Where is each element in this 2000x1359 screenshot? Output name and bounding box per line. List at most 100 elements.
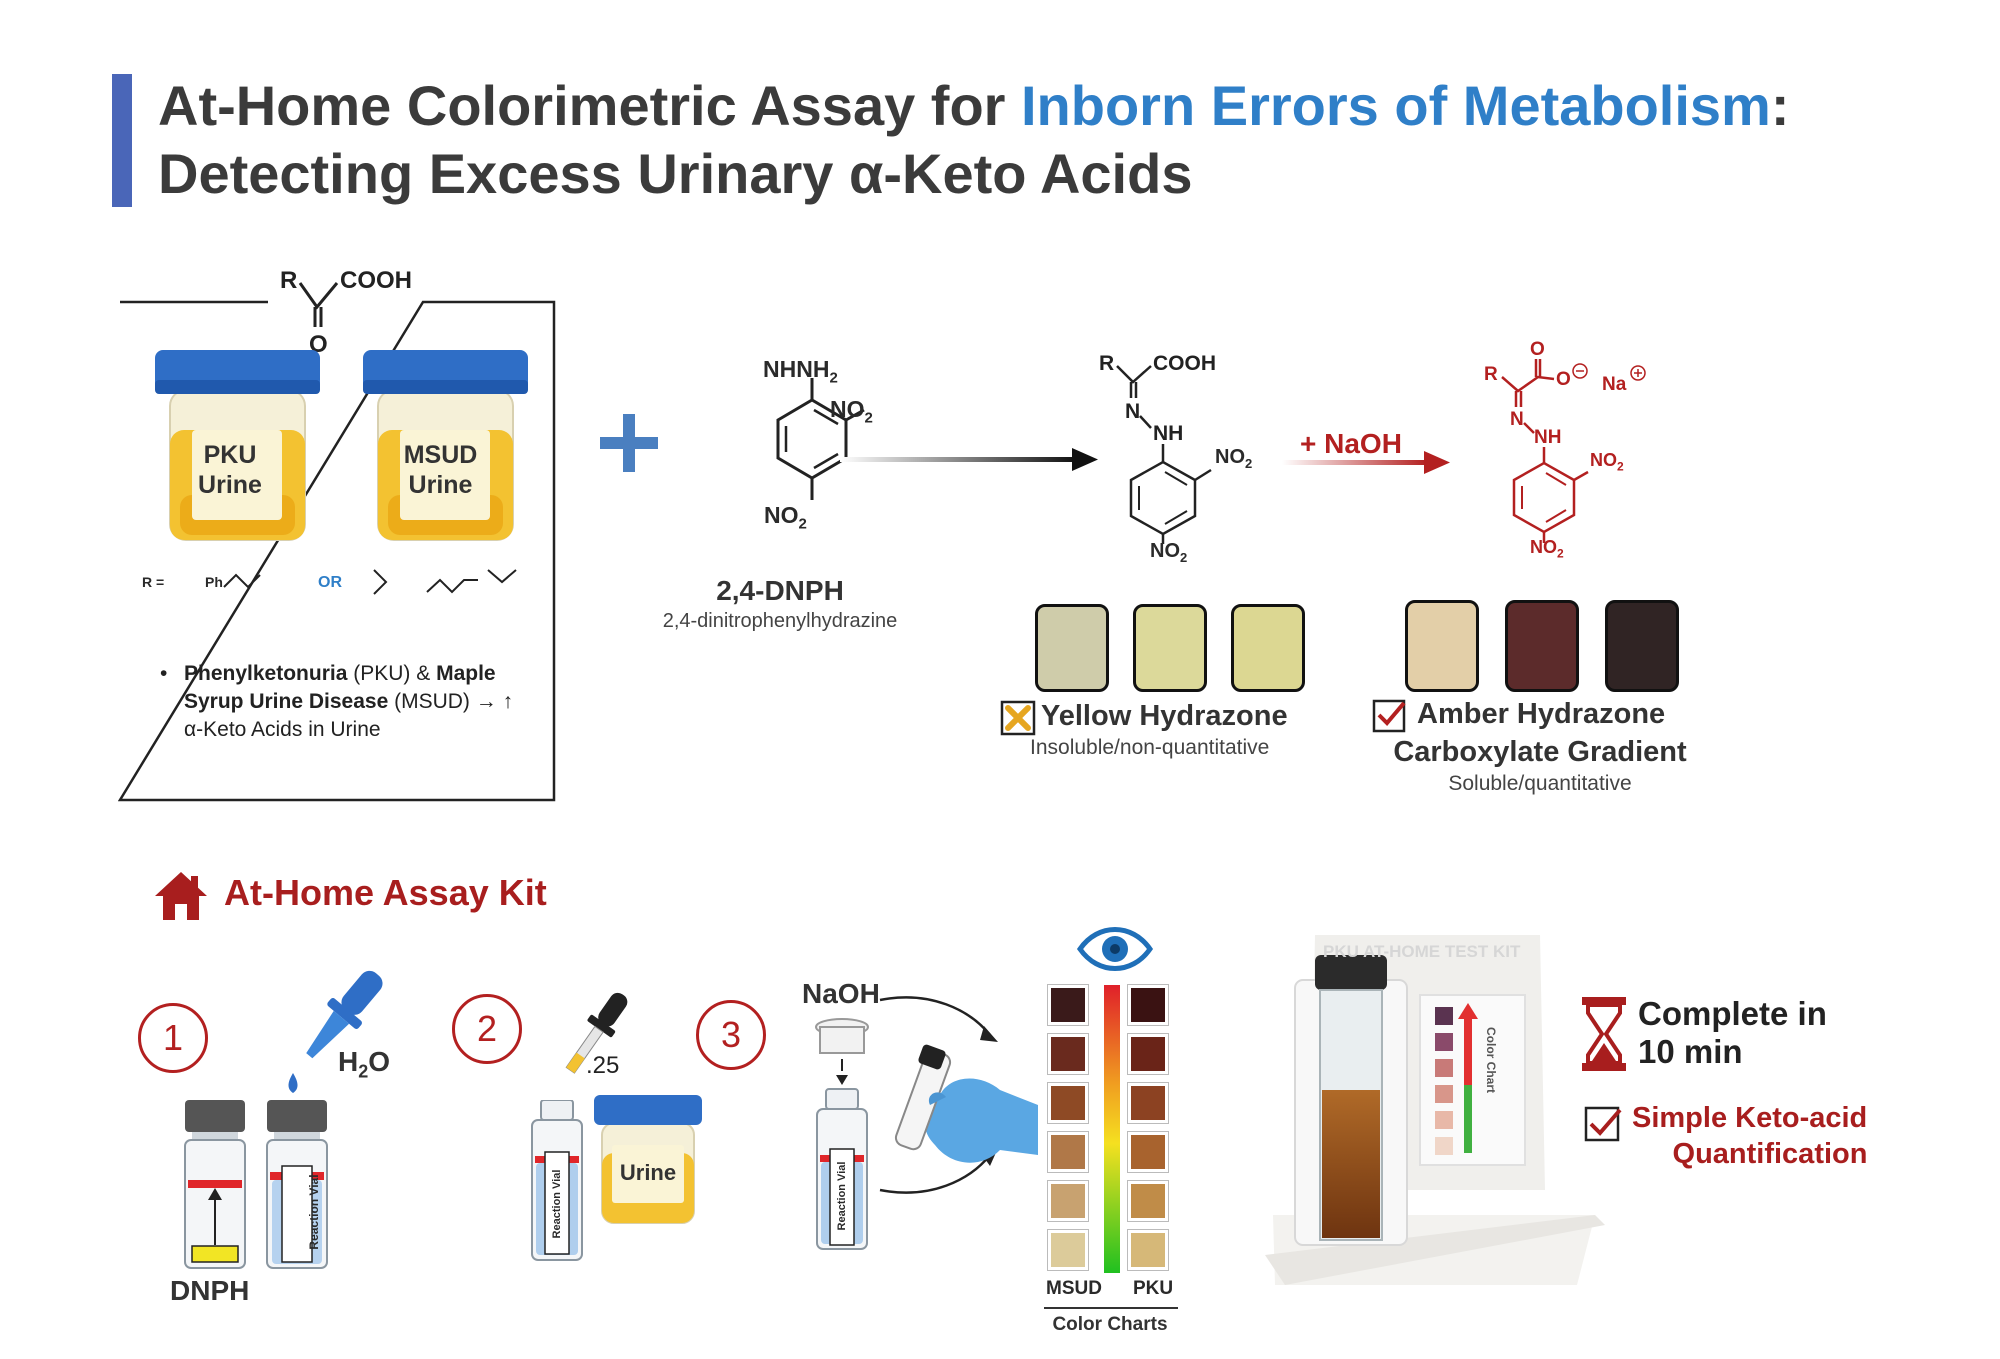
reaction-vial-2-label: Reaction Vial <box>551 1169 563 1239</box>
svg-text:O: O <box>1530 339 1545 360</box>
hourglass-icon <box>1582 997 1626 1071</box>
naoh-arrow <box>1282 451 1450 474</box>
yellow-hydrazone-title: Yellow Hydrazone <box>1041 700 1288 732</box>
msud-urine-cup <box>363 350 528 541</box>
carboxylate-structure: R O O Na N NH <box>1484 339 1646 543</box>
disease-bullet: • Phenylketonuria (PKU) & Maple Syrup Ur… <box>160 662 514 741</box>
naoh-cap <box>815 1018 869 1071</box>
gloved-hand-icon <box>894 1044 1038 1163</box>
dnph-label: DNPH <box>170 1275 250 1306</box>
dnph-name: 2,4-DNPH <box>716 575 844 606</box>
msud-chart-swatch <box>1047 1229 1089 1271</box>
eye-icon <box>1076 927 1154 971</box>
dnph-vial <box>184 1100 246 1269</box>
hydrazone-structure: R COOH N NH <box>1099 352 1216 544</box>
checkbox-check-icon <box>1584 1106 1622 1142</box>
naoh-label: NaOH <box>802 978 880 1009</box>
amber-hydrazone-title2: Carboxylate Gradient <box>1393 736 1687 768</box>
step-1-badge: 1 <box>138 1003 208 1073</box>
ph-group-bond <box>223 573 261 589</box>
amber-hydrazone-title1: Amber Hydrazone <box>1417 698 1666 730</box>
carboxylate-no2-ortho: NO2 <box>1590 450 1624 474</box>
msud-chart-swatch <box>1047 1033 1089 1075</box>
step-2-badge: 2 <box>452 994 522 1064</box>
kit-chart-text: Color Chart <box>1484 1027 1498 1093</box>
naoh-arrow-label: + NaOH <box>1300 428 1402 459</box>
carboxylate-no2-para: NO2 <box>1530 537 1564 561</box>
simple-line1: Simple Keto-acid <box>1632 1102 1868 1134</box>
urine-cup-small <box>594 1095 702 1224</box>
urine-cup-label: Urine <box>619 1160 677 1185</box>
color-charts-caption: Color Charts <box>1052 1314 1168 1335</box>
dnph-no2-ortho: NO2 <box>830 396 873 427</box>
amber-swatch <box>1505 600 1579 692</box>
pku-urine-label: PKU Urine <box>198 441 262 499</box>
pku-chart-swatch <box>1127 1229 1169 1271</box>
plus-icon <box>600 414 658 472</box>
amber-hydrazone-sub: Soluble/quantitative <box>1448 772 1632 795</box>
pku-chart-swatch <box>1127 984 1169 1026</box>
reaction-vial-1-label: Reaction Vial <box>307 1174 321 1250</box>
reaction-vial-3-label: Reaction Vial <box>836 1161 848 1231</box>
dnph-nhnh2: NHNH2 <box>763 356 838 387</box>
complete-line1: Complete in <box>1638 995 1827 1032</box>
reaction-vial-1 <box>266 1100 328 1269</box>
page-title: At-Home Colorimetric Assay for Inborn Er… <box>158 74 1790 205</box>
pku-chart-swatch <box>1127 1082 1169 1124</box>
svg-text:NH: NH <box>1153 422 1183 445</box>
svg-text:N: N <box>1510 409 1524 430</box>
structure-o: O <box>309 331 328 355</box>
alkyl-groups <box>373 569 517 595</box>
svg-text:NH: NH <box>1534 427 1561 448</box>
kit-embossed-text: PKU AT-HOME TEST KIT <box>1323 942 1521 961</box>
msud-chart-swatch <box>1047 1131 1089 1173</box>
svg-text:R: R <box>1484 364 1498 385</box>
structure-cooh: COOH <box>340 267 412 294</box>
black-dropper-icon <box>565 992 628 1074</box>
chart-divider <box>1044 1307 1178 1309</box>
amber-swatch <box>1405 600 1479 692</box>
svg-text:R: R <box>1099 352 1114 375</box>
blue-dropper-icon <box>288 970 383 1093</box>
hydrazone-no2-para: NO2 <box>1150 540 1188 565</box>
msud-urine-label: MSUD Urine <box>403 441 478 499</box>
step-3-badge: 3 <box>696 1000 766 1070</box>
r-group-ph: Ph <box>205 574 223 590</box>
yellow-swatch <box>1035 604 1109 692</box>
svg-text:COOH: COOH <box>1153 352 1216 375</box>
yellow-swatch <box>1231 604 1305 692</box>
reaction-arrow <box>840 448 1098 471</box>
complete-line2: 10 min <box>1638 1033 1743 1070</box>
yellow-swatch <box>1133 604 1207 692</box>
pku-chart-label: PKU <box>1133 1278 1174 1299</box>
x-mark-icon <box>1000 700 1036 736</box>
yellow-hydrazone-sub: Insoluble/non-quantitative <box>1030 736 1270 759</box>
simple-line2: Quantification <box>1672 1138 1868 1170</box>
structure-r: R <box>280 267 297 294</box>
reaction-vial-2 <box>531 1100 583 1261</box>
msud-chart-swatch <box>1047 1180 1089 1222</box>
dnph-no2-para: NO2 <box>764 502 807 533</box>
test-kit-photo: PKU AT-HOME TEST KIT Color Chart <box>1265 935 1605 1285</box>
pku-chart-swatch <box>1127 1131 1169 1173</box>
msud-chart-swatch <box>1047 984 1089 1026</box>
svg-text:Na: Na <box>1602 374 1627 395</box>
pku-chart-swatch <box>1127 1033 1169 1075</box>
amber-swatch <box>1605 600 1679 692</box>
urine-sample-box <box>118 300 556 802</box>
pku-urine-cup <box>155 350 320 541</box>
svg-text:O: O <box>1556 369 1571 390</box>
checkmark-icon <box>1372 699 1406 733</box>
msud-chart-swatch <box>1047 1082 1089 1124</box>
dose-label: .25 <box>586 1052 620 1079</box>
title-accent-bar <box>112 74 132 207</box>
keto-acid-structure: R COOH O <box>280 267 412 355</box>
r-group-label: R = <box>142 574 165 590</box>
house-icon <box>155 872 207 920</box>
gradient-bar <box>1104 985 1120 1273</box>
r-group-or: OR <box>318 574 342 591</box>
reaction-vial-3 <box>816 1075 868 1250</box>
kit-title: At-Home Assay Kit <box>224 872 547 913</box>
msud-chart-label: MSUD <box>1046 1278 1102 1299</box>
hydrazone-no2-ortho: NO2 <box>1215 446 1253 471</box>
